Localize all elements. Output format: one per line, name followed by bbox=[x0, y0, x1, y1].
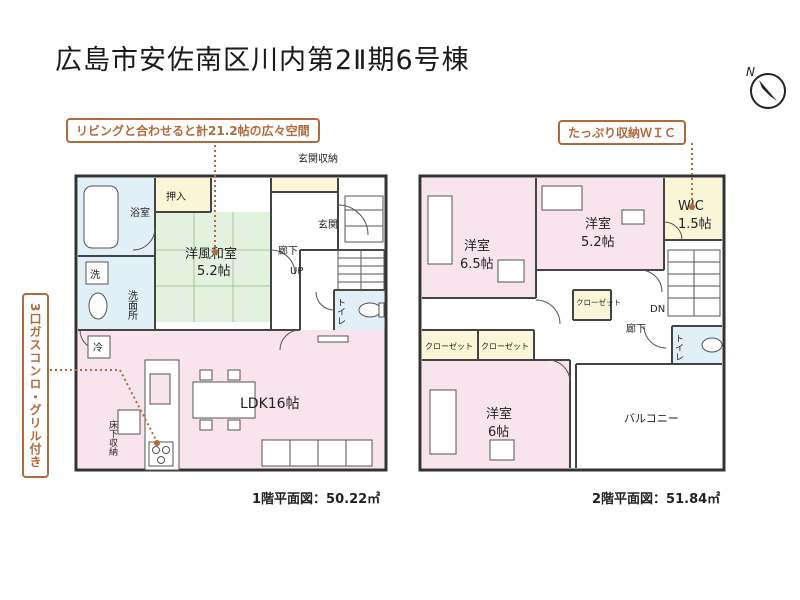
label-fridge: 冷 bbox=[93, 341, 103, 354]
label-closet-a: クローゼット bbox=[425, 341, 473, 351]
label-toilet2: トイレ bbox=[673, 334, 684, 361]
closet-a bbox=[422, 330, 478, 360]
label-room3-size: 6帖 bbox=[488, 425, 509, 440]
label-room3-name: 洋室 bbox=[486, 406, 512, 422]
closet-b bbox=[478, 330, 534, 360]
genkan-storage-room bbox=[272, 178, 338, 192]
floor1-plan: 浴室 押入 洋風和室 5.2帖 玄関収納 玄関 廊下 UP 洗 洗面所 トイレ … bbox=[74, 152, 388, 472]
label-room1-size: 6.5帖 bbox=[460, 257, 494, 272]
balcony bbox=[576, 364, 722, 468]
label-up: UP bbox=[290, 266, 303, 277]
label-dn: DN bbox=[650, 304, 665, 315]
label-room2-name: 洋室 bbox=[585, 216, 611, 232]
washitsu-room bbox=[155, 212, 271, 322]
label-wic-size: 1.5帖 bbox=[678, 217, 712, 232]
callout-living: リビングと合わせると計21.2帖の広々空間 bbox=[66, 118, 320, 143]
label-closet: クローゼット bbox=[576, 297, 621, 307]
label-genkan: 玄関 bbox=[318, 218, 338, 231]
label-room1-name: 洋室 bbox=[464, 238, 490, 254]
label-closet-b: クローゼット bbox=[481, 341, 529, 351]
floor2-plan: 洋室 6.5帖 洋室 5.2帖 WIC 1.5帖 クローゼット クローゼット ク… bbox=[418, 174, 726, 472]
label-hall2: 廊下 bbox=[626, 322, 646, 335]
floor2-caption: 2階平面図：51.84㎡ bbox=[592, 492, 721, 507]
label-ldk: LDK16帖 bbox=[240, 396, 300, 412]
label-hall1: 廊下 bbox=[278, 244, 298, 257]
label-genkan-storage: 玄関収納 bbox=[298, 152, 338, 165]
label-senmen: 洗面所 bbox=[126, 290, 138, 321]
label-toilet1: トイレ bbox=[335, 298, 346, 325]
floor1-caption: 1階平面図：50.22㎡ bbox=[252, 492, 381, 507]
callout-stove: 3口ガスコンロ・グリル付き bbox=[22, 293, 49, 479]
label-underfloor: 床下収納 bbox=[107, 419, 118, 457]
oshiire-room bbox=[155, 178, 211, 212]
label-wash: 洗 bbox=[90, 269, 100, 281]
closet-small bbox=[573, 290, 611, 320]
label-bath: 浴室 bbox=[130, 206, 150, 219]
label-room2-size: 5.2帖 bbox=[581, 235, 615, 250]
label-oshiire: 押入 bbox=[166, 190, 186, 203]
label-washitsu-size: 5.2帖 bbox=[197, 264, 231, 279]
label-balcony: バルコニー bbox=[624, 412, 679, 425]
callout-wic: たっぷり収納ＷＩＣ bbox=[558, 120, 687, 145]
label-washitsu-name: 洋風和室 bbox=[185, 246, 237, 262]
page-title: 広島市安佐南区川内第2Ⅱ期6号棟 bbox=[55, 45, 470, 76]
